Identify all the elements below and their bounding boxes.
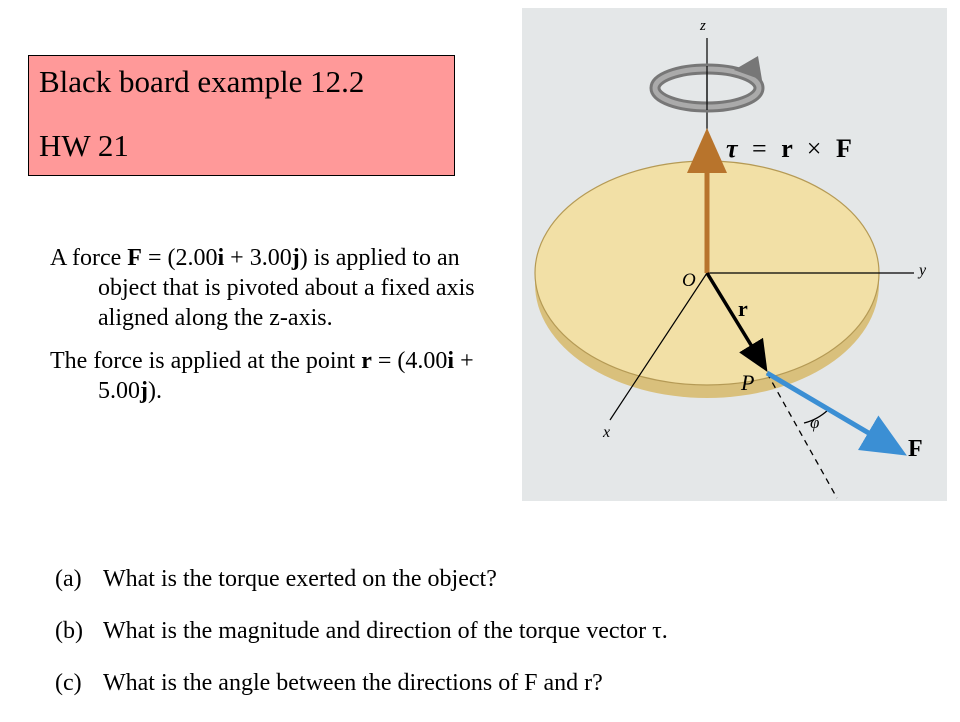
z-axis-label: z: [700, 18, 706, 34]
torque-diagram: z y x O r P F φ τ = r × F: [522, 8, 947, 501]
question-text: What is the angle between the directions…: [103, 670, 603, 696]
torque-equation: τ = r × F: [726, 134, 852, 164]
bold-symbol: i: [217, 245, 225, 271]
problem-point-paragraph: The force is applied at the point r = (4…: [50, 346, 490, 406]
bold-symbol: i: [447, 348, 455, 374]
question-a: (a) What is the torque exerted on the ob…: [55, 566, 945, 594]
bold-symbol: r: [361, 348, 372, 374]
r-vector-label: r: [738, 296, 748, 321]
force-vector: [765, 370, 907, 456]
text-segment: = (2.00: [141, 245, 218, 271]
x-axis: [609, 272, 708, 421]
title-line-example: Black board example 12.2: [39, 64, 365, 99]
text-segment: ).: [148, 378, 162, 404]
r-extension-dashed: [766, 372, 838, 499]
question-label: (b): [55, 618, 83, 644]
force-label: F: [908, 436, 923, 462]
text-segment: = (4.00: [371, 348, 448, 374]
bold-symbol: j: [291, 245, 300, 271]
y-axis-label: y: [919, 262, 927, 279]
phi-label: φ: [810, 413, 820, 432]
problem-statement: A force F = (2.00i + 3.00j) is applied t…: [50, 243, 490, 406]
cross-sign: ×: [806, 134, 822, 163]
equals-sign: =: [752, 134, 767, 163]
rotation-arrow: [649, 56, 765, 113]
point-p-label: P: [741, 370, 755, 395]
tau-symbol: τ: [726, 134, 738, 163]
text-segment: A force: [50, 245, 128, 271]
equation-f: F: [835, 134, 852, 163]
equation-r: r: [781, 134, 793, 163]
question-label: (c): [55, 670, 82, 696]
origin-label: O: [682, 270, 696, 291]
torque-diagram-drawing: [534, 38, 914, 499]
text-segment: ) is applied to an object that is pivote…: [98, 245, 475, 331]
question-text: What is the torque exerted on the object…: [103, 566, 497, 592]
question-label: (a): [55, 566, 82, 592]
text-segment: + 3.00: [224, 245, 292, 271]
title-line-homework: HW 21: [39, 128, 129, 163]
question-b: (b) What is the magnitude and direction …: [55, 618, 945, 646]
phi-arc: [803, 409, 829, 424]
question-list: (a) What is the torque exerted on the ob…: [55, 566, 945, 722]
text-segment: + 5.00: [98, 348, 474, 404]
text-segment: The force is applied at the point: [50, 348, 362, 374]
x-axis-label: x: [603, 424, 611, 441]
problem-force-paragraph: A force F = (2.00i + 3.00j) is applied t…: [50, 243, 490, 333]
question-c: (c) What is the angle between the direct…: [55, 670, 945, 698]
question-text: What is the magnitude and direction of t…: [103, 618, 668, 644]
bold-symbol: j: [140, 378, 148, 404]
r-vector: [705, 272, 768, 372]
title-box: Black board example 12.2 HW 21: [28, 55, 455, 176]
bold-symbol: F: [127, 245, 142, 271]
